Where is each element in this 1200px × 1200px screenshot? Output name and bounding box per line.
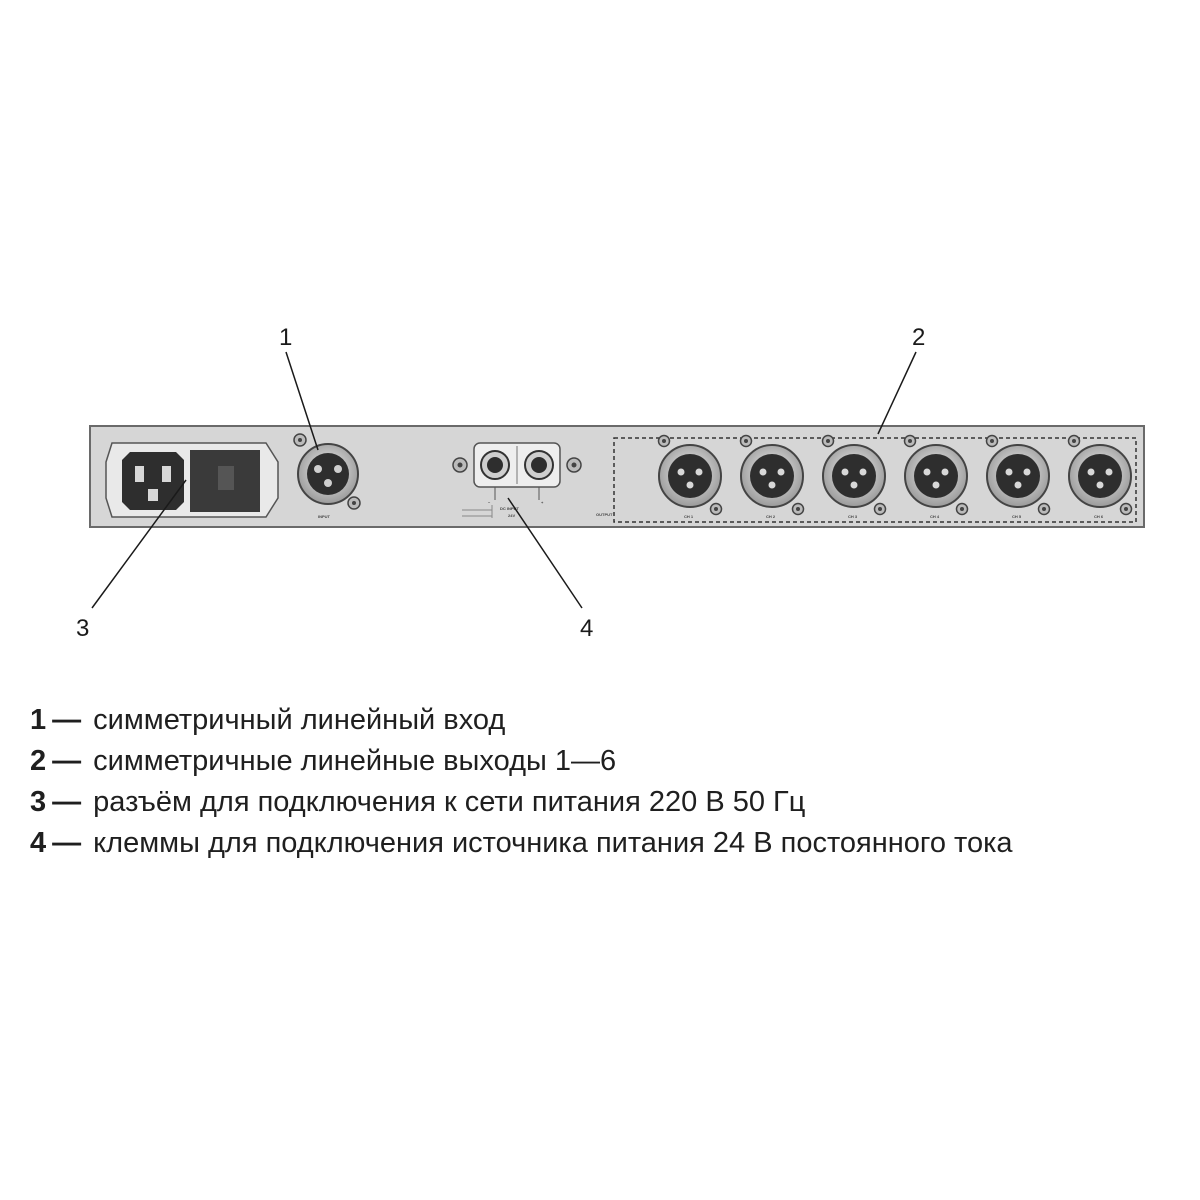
legend-item-number: 4 bbox=[30, 827, 47, 859]
callout-number-4: 4 bbox=[580, 615, 593, 642]
mains-power-inlet bbox=[105, 442, 279, 518]
output-xlr-connector: CH 5 bbox=[985, 434, 1051, 519]
legend-list: 1—симметричный линейный вход 2—симметрич… bbox=[30, 700, 1013, 864]
legend-item: 4— клеммы для подключения источника питан… bbox=[30, 823, 1013, 864]
dc-volts-label: 24V bbox=[508, 513, 515, 518]
dc-panel-label: DC INPUT bbox=[500, 506, 519, 511]
legend-item-number: 3 bbox=[30, 786, 47, 818]
output-channel-label: CH 4 bbox=[930, 514, 940, 519]
dc-binding-posts bbox=[452, 442, 582, 518]
output-channel-label: CH 3 bbox=[848, 514, 858, 519]
outputs-group-frame bbox=[613, 437, 1137, 523]
legend-item-text: симметричный линейный вход bbox=[93, 704, 506, 736]
callout-number-3: 3 bbox=[76, 615, 89, 642]
legend-item: 3— разъём для подключения к сети питания … bbox=[30, 782, 1013, 823]
legend-item-text: симметричные линейные выходы 1—6 bbox=[93, 745, 617, 777]
legend-item-dash: — bbox=[52, 827, 82, 859]
legend-item: 1— симметричный линейный вход bbox=[30, 700, 1013, 741]
legend-item-number: 1 bbox=[30, 704, 47, 736]
output-channel-label: CH 5 bbox=[1012, 514, 1022, 519]
callout-leader-4 bbox=[507, 497, 583, 609]
callout-leader-2 bbox=[877, 351, 917, 435]
callout-leader-3 bbox=[91, 479, 187, 609]
output-channel-label: CH 1 bbox=[684, 514, 694, 519]
legend-item-dash: — bbox=[52, 745, 82, 777]
legend-item-text: разъём для подключения к сети питания 22… bbox=[93, 786, 806, 818]
legend-item: 2— симметричные линейные выходы 1—6 bbox=[30, 741, 1013, 782]
output-xlr-connector: CH 1 bbox=[657, 434, 723, 519]
outputs-panel-label: OUTPUT bbox=[596, 512, 613, 517]
callout-leader-1 bbox=[285, 351, 319, 451]
output-channel-label: CH 6 bbox=[1094, 514, 1104, 519]
callout-number-1: 1 bbox=[279, 324, 292, 351]
legend-item-dash: — bbox=[52, 786, 82, 818]
output-xlr-connector: CH 4 bbox=[903, 434, 969, 519]
legend-item-dash: — bbox=[52, 704, 82, 736]
legend-item-number: 2 bbox=[30, 745, 47, 777]
dc-plus-label: + bbox=[541, 500, 544, 505]
output-xlr-connector: CH 6 bbox=[1067, 434, 1133, 519]
callout-number-2: 2 bbox=[912, 324, 925, 351]
output-xlr-connectors: CH 1 CH 2 CH 3 CH 4 CH 5 CH 6 bbox=[657, 434, 1133, 519]
output-channel-label: CH 2 bbox=[766, 514, 776, 519]
output-xlr-connector: CH 2 bbox=[739, 434, 805, 519]
output-xlr-connector: CH 3 bbox=[821, 434, 887, 519]
input-xlr-connector bbox=[293, 433, 361, 510]
input-panel-label: INPUT bbox=[318, 514, 331, 519]
legend-item-text: клеммы для подключения источника питания… bbox=[93, 827, 1013, 859]
dc-minus-label: − bbox=[488, 500, 491, 505]
